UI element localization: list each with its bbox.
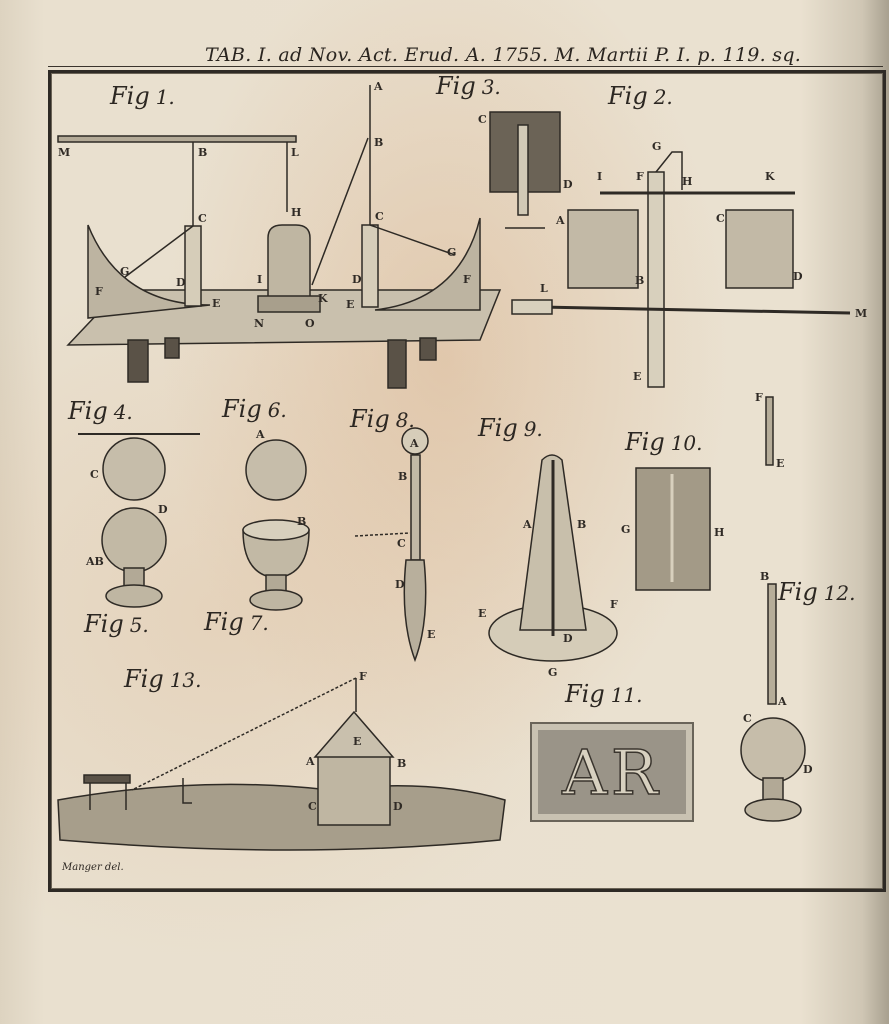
fig2-label-F: F bbox=[636, 170, 644, 183]
fig1-label-M: M bbox=[58, 146, 71, 159]
fig6-label-B: B bbox=[297, 515, 307, 528]
fig10-label-G: G bbox=[621, 523, 631, 536]
fig1-label-O: O bbox=[305, 317, 315, 330]
plate-header: TAB. I. ad Nov. Act. Erud. A. 1755. M. M… bbox=[205, 44, 802, 66]
fig9-label-F: F bbox=[610, 598, 618, 611]
fig13-label-C: C bbox=[308, 800, 317, 813]
fig10-label-H: H bbox=[714, 526, 725, 539]
fig1-label-B-left: B bbox=[198, 146, 208, 159]
fig9-label-G: G bbox=[548, 666, 558, 679]
fig2-label-M: M bbox=[855, 307, 868, 320]
fig3-label-C: C bbox=[478, 113, 487, 126]
fig2-label-A: A bbox=[556, 214, 565, 227]
fig8-label-A: A bbox=[410, 437, 419, 450]
fig8-label-D: D bbox=[395, 578, 405, 591]
fig1-label-G-left: G bbox=[120, 265, 130, 278]
fig1-label-B-right: B bbox=[374, 136, 384, 149]
fig13-label-D: D bbox=[393, 800, 403, 813]
fig2-label-I: I bbox=[597, 170, 603, 183]
fig12-label-B: B bbox=[760, 570, 770, 583]
fig1-label-C-left: C bbox=[198, 212, 207, 225]
fig1-label-F-right: F bbox=[463, 273, 471, 286]
fig9-label-E: E bbox=[478, 607, 487, 620]
fig12-label-D: D bbox=[803, 763, 813, 776]
fig1-label-A: A bbox=[374, 80, 383, 93]
fig10-label-F: F bbox=[755, 391, 763, 404]
fig8-label-B: B bbox=[398, 470, 408, 483]
fig10-label-E: E bbox=[776, 457, 785, 470]
fig2-label-D: D bbox=[793, 270, 803, 283]
fig9-label-D: D bbox=[563, 632, 573, 645]
fig1-label-H: H bbox=[291, 206, 302, 219]
fig13-label-B: B bbox=[397, 757, 407, 770]
fig12-label-C: C bbox=[743, 712, 752, 725]
fig2-label-K: K bbox=[765, 170, 775, 183]
fig12-label-A: A bbox=[778, 695, 787, 708]
fig1-label-F-left: F bbox=[95, 285, 103, 298]
fig1-label-D-right: D bbox=[352, 273, 362, 286]
fig1-label-L: L bbox=[291, 146, 299, 159]
fig2-label-B: B bbox=[635, 274, 645, 287]
fig9-label-B: B bbox=[577, 518, 587, 531]
fig2-label-H: H bbox=[682, 175, 693, 188]
fig6-label-A: A bbox=[256, 428, 265, 441]
fig1-label-I: I bbox=[257, 273, 263, 286]
fig2-label-L: L bbox=[540, 282, 548, 295]
header-rule bbox=[48, 66, 883, 67]
fig2-label-G: G bbox=[652, 140, 662, 153]
fig1-label-G-right: G bbox=[447, 246, 457, 259]
fig1-label-E-left: E bbox=[212, 297, 221, 310]
fig13-label-E: E bbox=[353, 735, 362, 748]
fig4-label-C: C bbox=[90, 468, 99, 481]
fig1-label-K: K bbox=[318, 292, 328, 305]
fig1-label-N: N bbox=[254, 317, 265, 330]
fig5-label-AB: AB bbox=[86, 555, 104, 568]
engraver-credit: Manger del. bbox=[62, 862, 124, 873]
fig13-label-F: F bbox=[359, 670, 367, 683]
fig1-label-C-right: C bbox=[375, 210, 384, 223]
plate-border bbox=[48, 70, 886, 892]
fig3-label-D: D bbox=[563, 178, 573, 191]
fig8-label-C: C bbox=[397, 537, 406, 550]
fig13-label-A: A bbox=[306, 755, 315, 768]
fig9-label-A: A bbox=[523, 518, 532, 531]
fig1-label-E-right: E bbox=[346, 298, 355, 311]
fig4-label-D: D bbox=[158, 503, 168, 516]
fig1-label-D-left: D bbox=[176, 276, 186, 289]
fig8-label-E: E bbox=[427, 628, 436, 641]
fig-11-inscription-plate: AR bbox=[530, 722, 694, 822]
fig2-label-C: C bbox=[716, 212, 725, 225]
fig2-label-E: E bbox=[633, 370, 642, 383]
